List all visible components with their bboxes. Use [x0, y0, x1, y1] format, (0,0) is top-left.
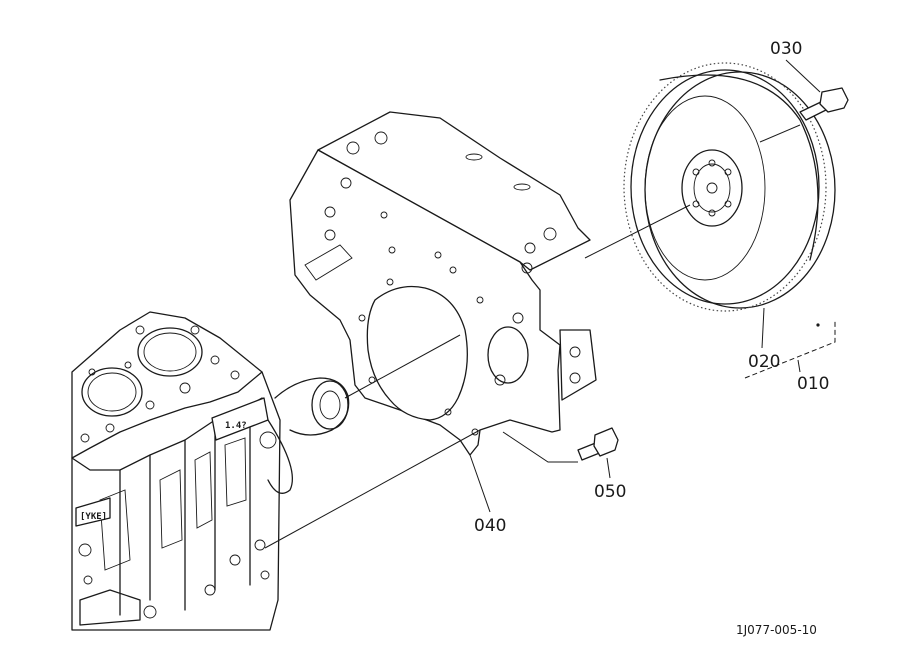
figure-reference: 1J077-005-10: [736, 623, 817, 637]
engine-block: [YKE] 1.4?: [71, 311, 350, 631]
svg-text:[YKE]: [YKE]: [80, 512, 107, 522]
label-020: 020: [748, 352, 780, 372]
label-040: 040: [474, 516, 506, 536]
rear-end-plate: [289, 111, 597, 456]
alignment-lines: [264, 124, 801, 549]
plate-bolts: [324, 131, 557, 436]
bolt-030: [799, 87, 849, 121]
svg-text:1.4?: 1.4?: [225, 421, 247, 431]
assembly-marker-dot: [816, 323, 820, 327]
flywheel: [623, 62, 836, 312]
label-050: 050: [594, 482, 626, 502]
label-030: 030: [770, 39, 802, 59]
callouts: 030 020 010 040 050: [469, 39, 836, 536]
bolt-050: [577, 427, 619, 461]
label-010: 010: [797, 374, 829, 394]
